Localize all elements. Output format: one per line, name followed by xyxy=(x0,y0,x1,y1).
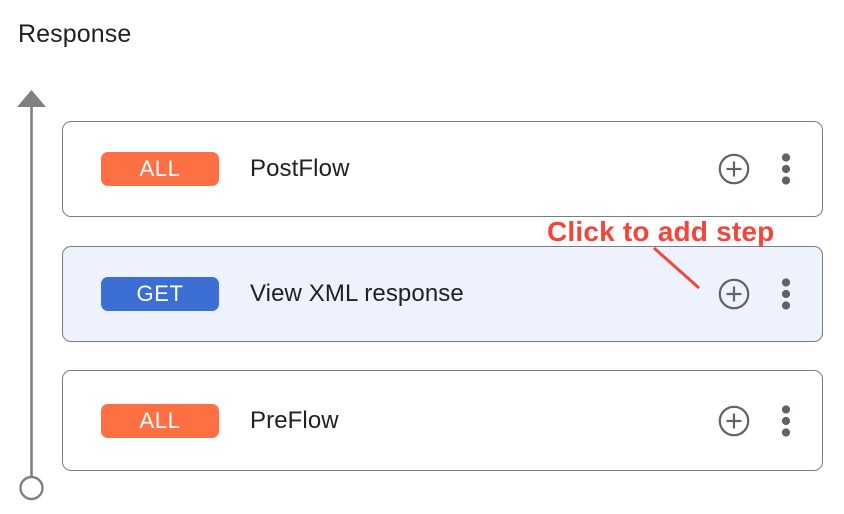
more-vertical-icon[interactable] xyxy=(769,277,803,311)
page-title: Response xyxy=(18,20,132,48)
plus-circle-icon[interactable] xyxy=(717,152,751,186)
step-row-preflow[interactable]: ALL PreFlow xyxy=(62,370,823,471)
verb-badge: ALL xyxy=(101,152,219,186)
step-row-postflow[interactable]: ALL PostFlow xyxy=(62,121,823,217)
verb-badge: GET xyxy=(101,277,219,311)
circle-outline-icon xyxy=(19,475,44,501)
plus-circle-icon[interactable] xyxy=(717,404,751,438)
step-label: PostFlow xyxy=(250,155,350,182)
step-list: ALL PostFlow GET View XML response xyxy=(62,121,823,471)
step-actions xyxy=(717,152,803,186)
step-row-view-xml-response[interactable]: GET View XML response xyxy=(62,246,823,342)
plus-circle-icon[interactable] xyxy=(717,277,751,311)
more-vertical-icon[interactable] xyxy=(769,152,803,186)
verb-badge: ALL xyxy=(101,403,219,438)
arrow-up-icon xyxy=(17,90,46,107)
step-label: PreFlow xyxy=(250,406,339,434)
step-label: View XML response xyxy=(250,280,464,307)
step-actions xyxy=(717,404,803,438)
more-vertical-icon[interactable] xyxy=(769,404,803,438)
step-actions xyxy=(717,277,803,311)
flow-timeline xyxy=(8,85,64,505)
